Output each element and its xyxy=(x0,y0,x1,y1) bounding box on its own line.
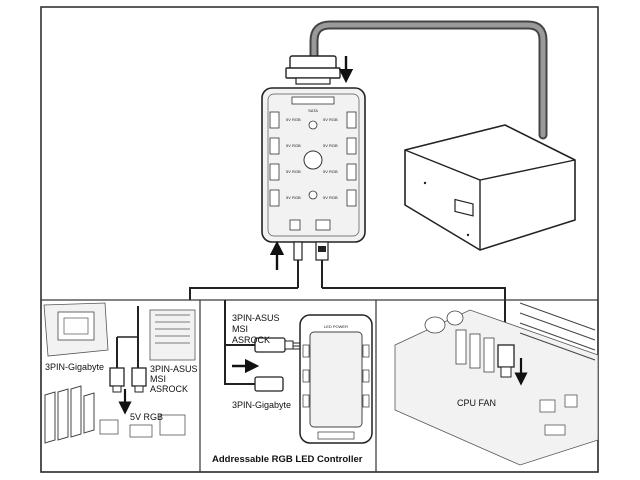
hub-port-label: 5V RGB xyxy=(286,143,301,148)
label-3pin-gigabyte-center: 3PIN-Gigabyte xyxy=(232,400,292,410)
label-3pin-asus-left: 3PIN-ASUS xyxy=(150,364,198,374)
cpu-fan-connector xyxy=(497,344,515,378)
hub-port-label: 5V RGB xyxy=(286,117,301,122)
sata-connector xyxy=(285,55,341,85)
hub-chip xyxy=(303,150,323,170)
right-motherboard xyxy=(394,302,599,466)
hub-left-ports xyxy=(269,111,280,207)
hub-port-label: 5V RGB xyxy=(323,117,338,122)
sata-cable xyxy=(311,22,546,138)
hub-port-label: 5V RGB xyxy=(323,169,338,174)
label-cpu-fan: CPU FAN xyxy=(457,398,497,408)
controller-caption: Addressable RGB LED Controller xyxy=(212,454,363,465)
hub-port-label: 5V RGB xyxy=(286,195,301,200)
hub-mount-hole xyxy=(308,120,318,130)
hub-port-label: 5V RGB xyxy=(323,195,338,200)
label-5v-rgb: 5V RGB xyxy=(130,412,164,422)
label-asrock-left: ASROCK xyxy=(150,384,189,394)
led-hub: SATA 5V RGB 5V RGB 5V RGB 5V RGB 5V RGB … xyxy=(261,87,366,243)
left-motherboard xyxy=(43,302,196,444)
label-3pin-gigabyte-left: 3PIN-Gigabyte xyxy=(45,362,105,372)
hub-right-ports xyxy=(346,111,357,207)
label-3pin-asus-center: 3PIN-ASUS xyxy=(232,313,280,323)
label-asrock-center: ASROCK xyxy=(232,335,271,345)
hub-port-label: 5V RGB xyxy=(323,143,338,148)
left-rgb-connectors xyxy=(109,306,147,393)
center-connectors xyxy=(224,300,306,392)
label-msi-left: MSI xyxy=(150,374,167,384)
rgb-led-controller: LED POWER xyxy=(299,314,373,444)
hub-sata-label: SATA xyxy=(308,108,318,113)
label-msi-center: MSI xyxy=(232,324,249,334)
hub-port-label: 5V RGB xyxy=(286,169,301,174)
psu-box xyxy=(404,124,576,251)
hub-sata-port xyxy=(291,96,335,105)
hub-mount-hole xyxy=(308,190,318,200)
controller-top-label: LED POWER xyxy=(324,324,348,329)
